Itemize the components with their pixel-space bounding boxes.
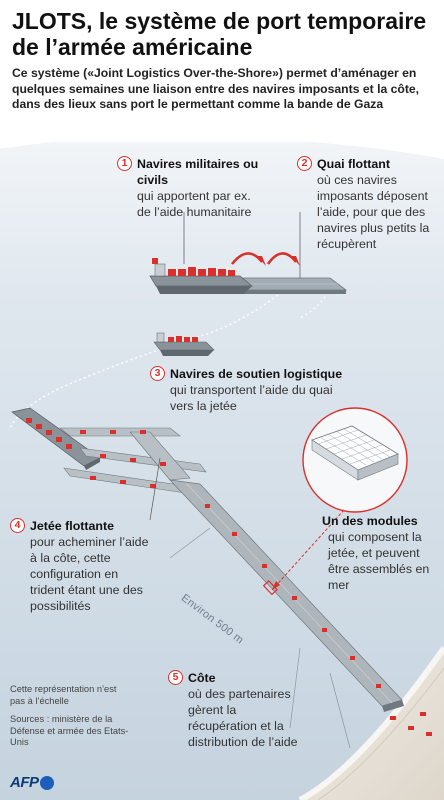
sources: Sources : ministère de la Défense et arm… [10, 714, 129, 747]
label-text: où ces navires imposants déposent l’aide… [317, 173, 430, 251]
page-title: JLOTS, le système de port temporaire de … [12, 8, 427, 60]
shore-trucks [390, 712, 432, 736]
module-text: qui composent la jetée, et peuvent être … [328, 530, 430, 592]
pier-trucks [80, 430, 166, 488]
label-heading: Navires militaires ou civils [137, 157, 259, 187]
label-heading: Navires de soutien logistique [170, 367, 343, 381]
label-number: 5 [168, 670, 183, 685]
label-heading: Jetée flottante [30, 519, 114, 533]
causeway-trucks [205, 504, 381, 688]
jlots-illustration [0, 128, 444, 800]
route-line [9, 285, 291, 429]
pier-trident [59, 427, 207, 497]
module-pointer [271, 509, 345, 591]
illustration [0, 128, 444, 800]
label-floating-quay: 2 Quai flottant où ces navires imposants … [297, 156, 437, 252]
afp-wordmark: AFP [10, 774, 39, 791]
label-text: qui apportent par ex. de l’aide humanita… [137, 189, 252, 219]
label-heading: Quai flottant [317, 157, 390, 171]
causeway [169, 479, 404, 712]
label-number: 2 [297, 156, 312, 171]
module-heading: Un des modules [322, 514, 418, 528]
cargo-ship [149, 258, 253, 294]
intro-text: Ce système («Joint Logistics Over-the-Sh… [12, 66, 420, 111]
coast [300, 648, 444, 800]
label-number: 3 [150, 366, 165, 381]
label-support-ships: 3 Navires de soutien logistique qui trans… [150, 366, 350, 414]
label-module: Un des modules qui composent la jetée, e… [322, 513, 442, 593]
afp-dot-icon [39, 775, 54, 790]
label-heading: Côte [188, 671, 216, 685]
label-floating-pier: 4 Jetée flottante pour acheminer l’aide à… [10, 518, 150, 614]
module-drawing [311, 425, 399, 481]
shoreline [298, 646, 444, 800]
label-number: 4 [10, 518, 25, 533]
label-ships: 1 Navires militaires ou civils qui apport… [117, 156, 267, 220]
label-text: qui transportent l’aide du quai vers la … [170, 383, 333, 413]
label-number: 1 [117, 156, 132, 171]
highlighted-module [262, 580, 278, 596]
label-text: pour acheminer l’aide à la côte, cette c… [30, 535, 149, 613]
label-text: où des partenaires gèrent la récupératio… [188, 687, 298, 749]
scale-note: Cette représentation n’est pas à l’échel… [10, 684, 117, 706]
label-coast: 5 Côte où des partenaires gèrent la récup… [168, 670, 308, 750]
afp-logo: AFP [10, 774, 54, 791]
transfer-arrows [230, 252, 298, 265]
causeway-ship [11, 407, 101, 470]
support-ship [153, 332, 215, 356]
